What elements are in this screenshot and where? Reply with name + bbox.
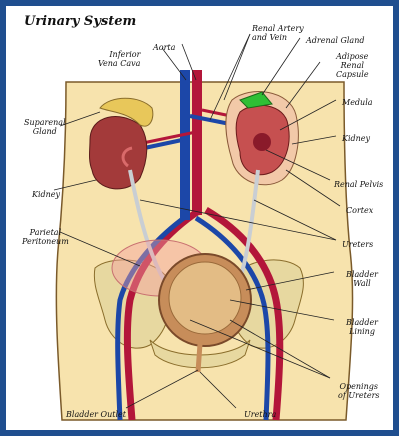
bladder-lining [169,262,241,334]
label-bladder-outlet: Bladder Outlet [66,410,126,419]
label-adrenal-gland: Adrenal Gland [306,36,364,45]
label-kidney-left: Kidney [32,190,60,199]
label-renal-artery-vein: Renal Artery and Vein [252,24,304,42]
label-cortex: Cortex [346,206,373,215]
label-aorta: Aorta [153,43,175,52]
label-suprarenal-gland: Suparenal Gland [24,118,66,136]
label-ureters: Ureters [342,240,373,249]
aorta [192,70,202,215]
urinary-system-illustration [6,6,393,430]
label-kidney-right: Kidney [342,134,370,143]
label-inferior-vena-cava: Inferior Vena Cava [98,50,140,68]
label-urethra: Urethra [244,410,276,419]
label-bladder-wall: Bladder Wall [346,270,378,288]
kidney-left-view [90,117,147,189]
label-renal-pelvis: Renal Pelvis [334,180,383,189]
vena-cava [180,70,190,220]
label-openings-of-ureters: Openings of Ureters [338,382,380,400]
urethra [198,344,200,372]
label-bladder-lining: Bladder Lining [346,318,378,336]
label-adipose-renal-capsule: Adipose Renal Capsule [336,52,369,79]
label-parietal-peritoneum: Parietal Peritoneum [22,228,69,246]
diagram-panel: Urinary System Aorta Inferior Vena Cava … [6,6,393,430]
label-medula: Medula [342,98,373,107]
renal-pelvis [253,133,271,151]
diagram-title: Urinary System [24,14,136,29]
